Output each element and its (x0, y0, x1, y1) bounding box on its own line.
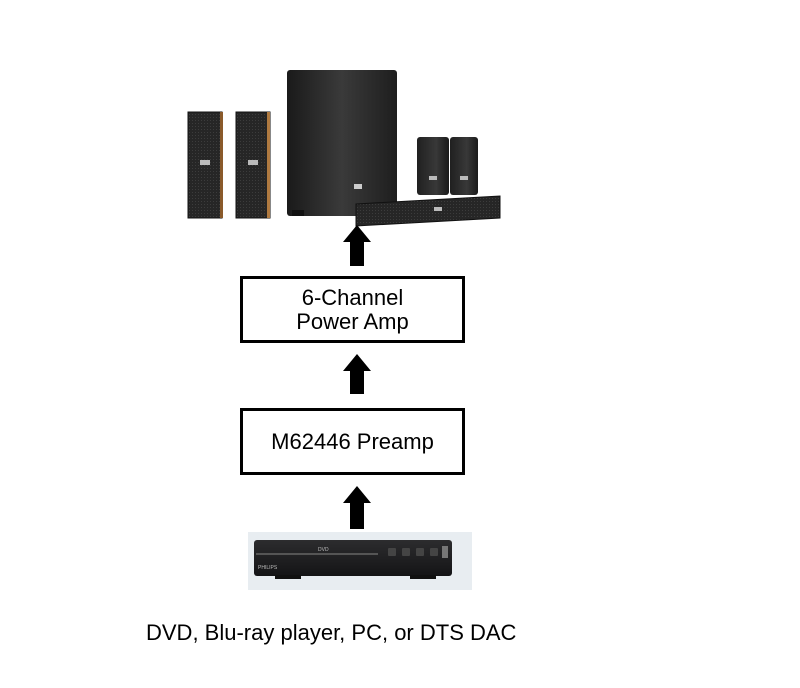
preamp-box: M62446 Preamp (240, 408, 465, 475)
tower-speaker-left-1 (187, 111, 223, 219)
philips-logo-text: PHILIPS (258, 565, 278, 571)
power-amp-label-line1: 6-Channel (301, 284, 404, 310)
subwoofer (287, 70, 397, 216)
satellite-speaker-right-1 (417, 137, 449, 195)
preamp-label: M62446 Preamp (271, 428, 434, 454)
dvd-player-image: DVD PHILIPS (248, 532, 472, 590)
center-soundbar (355, 195, 501, 227)
power-amp-box: 6-Channel Power Amp (240, 276, 465, 343)
power-amp-label-line2: Power Amp (296, 308, 409, 334)
power-amp-label: 6-Channel Power Amp (296, 284, 409, 334)
dvd-logo-text: DVD (318, 547, 329, 553)
arrow-amp-to-speakers (343, 225, 371, 266)
source-caption: DVD, Blu-ray player, PC, or DTS DAC (146, 620, 517, 645)
arrow-source-to-preamp (343, 486, 371, 529)
arrow-preamp-to-amp (343, 354, 371, 394)
satellite-speaker-right-2 (450, 137, 478, 195)
tower-speaker-left-2 (235, 111, 271, 219)
speaker-system-image (187, 70, 501, 227)
